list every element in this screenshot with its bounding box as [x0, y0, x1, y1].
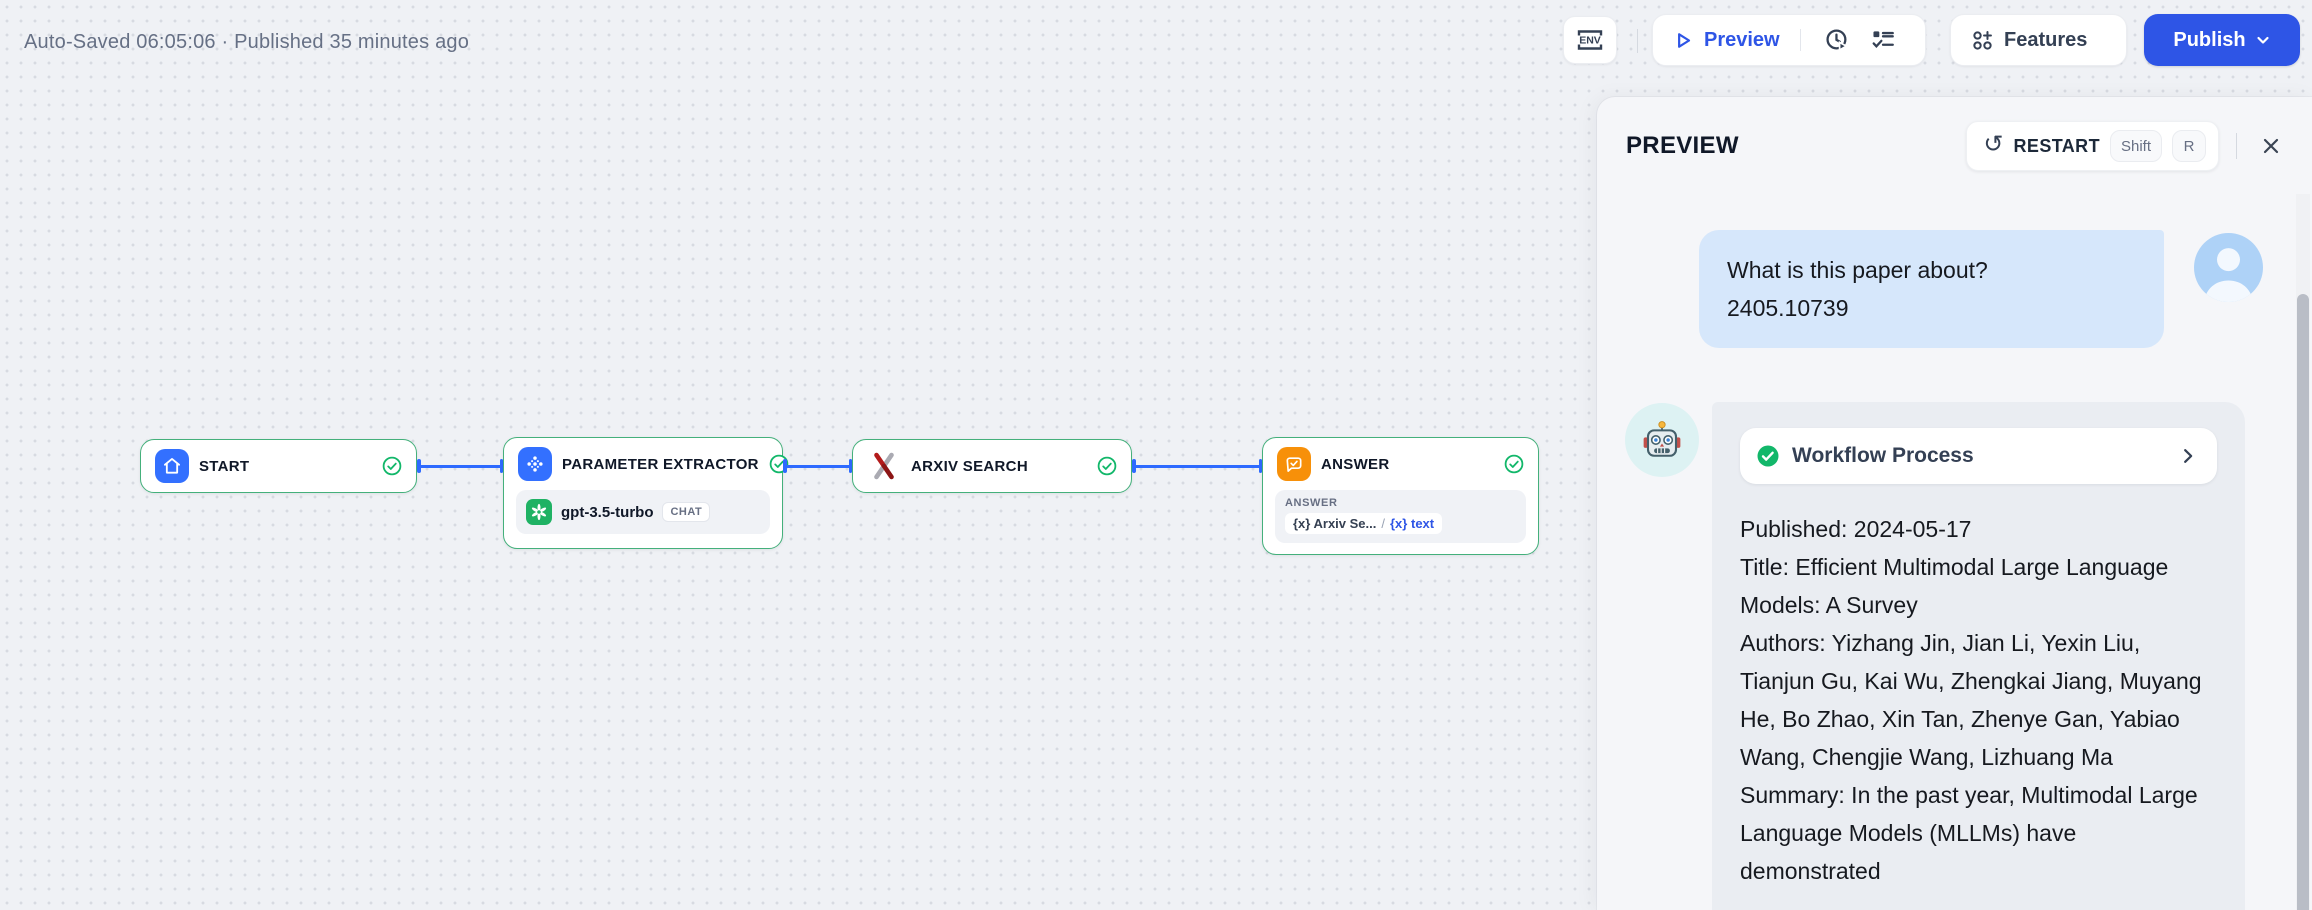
kbd-shift: Shift — [2109, 130, 2162, 162]
chevron-right-icon — [2179, 447, 2197, 465]
success-check-icon — [382, 456, 402, 476]
features-button[interactable]: Features — [1950, 14, 2127, 66]
restart-button[interactable]: ↺ RESTART Shift R — [1966, 121, 2219, 171]
node-parameter-extractor[interactable]: PARAMETER EXTRACTOR gpt-3.5-turbo CHAT — [503, 437, 789, 549]
svg-text:ENV: ENV — [1579, 35, 1601, 47]
workflow-process-toggle[interactable]: Workflow Process — [1740, 428, 2217, 484]
edge-arxiv-to-answer — [1132, 459, 1262, 473]
node-answer[interactable]: ANSWER ANSWER {x} Arxiv Se... / {x} text — [1262, 437, 1539, 555]
model-selector[interactable]: gpt-3.5-turbo CHAT — [516, 490, 770, 534]
answer-section-label: ANSWER — [1285, 497, 1338, 509]
env-variables-button[interactable]: ENV — [1563, 16, 1617, 64]
node-start[interactable]: START — [140, 439, 417, 493]
toolbar-divider — [1637, 29, 1638, 53]
node-title: START — [199, 457, 250, 475]
variable-ref: {x} text — [1390, 516, 1435, 531]
preview-toolbar-group: Preview — [1652, 14, 1926, 66]
success-check-icon — [1504, 454, 1524, 474]
publish-button[interactable]: Publish — [2144, 14, 2300, 66]
restart-icon: ↺ — [1983, 130, 2004, 158]
robot-icon — [1643, 421, 1681, 457]
model-name: gpt-3.5-turbo — [561, 503, 654, 521]
success-check-icon — [1756, 444, 1780, 468]
features-icon — [1971, 29, 1994, 52]
close-icon[interactable] — [2254, 129, 2288, 163]
preview-panel: PREVIEW ↺ RESTART Shift R What is this p… — [1597, 97, 2312, 910]
preview-panel-header: PREVIEW ↺ RESTART Shift R — [1597, 97, 2312, 187]
autosave-status: Auto-Saved 06:05:06 · Published 35 minut… — [24, 31, 470, 53]
preview-run-button[interactable]: Preview — [1704, 28, 1780, 51]
user-avatar — [2194, 233, 2263, 302]
answer-variable-pill[interactable]: {x} Arxiv Se... / {x} text — [1285, 513, 1443, 534]
panel-title: PREVIEW — [1626, 132, 1739, 159]
node-title: ARXIV SEARCH — [911, 457, 1028, 475]
workflow-process-label: Workflow Process — [1792, 444, 1974, 467]
edge-extractor-to-arxiv — [783, 459, 852, 473]
node-title: ANSWER — [1321, 455, 1390, 473]
header-divider — [2236, 133, 2237, 159]
model-mode-badge: CHAT — [662, 502, 711, 522]
bot-message-bubble: Workflow Process Published: 2024-05-17 T… — [1712, 402, 2245, 910]
success-check-icon — [1097, 456, 1117, 476]
play-icon — [1671, 29, 1694, 52]
env-icon: ENV — [1575, 27, 1605, 53]
node-arxiv-search[interactable]: ARXIV SEARCH — [852, 439, 1132, 493]
panel-scrollbar-thumb[interactable] — [2297, 294, 2309, 910]
user-message-bubble: What is this paper about? 2405.10739 — [1699, 230, 2164, 348]
variable-ref: {x} Arxiv Se... — [1293, 516, 1377, 531]
answer-text: Published: 2024-05-17 Title: Efficient M… — [1740, 516, 2202, 884]
openai-icon — [526, 499, 552, 525]
parameter-extractor-icon — [518, 447, 552, 481]
answer-variable-panel: ANSWER {x} Arxiv Se... / {x} text — [1275, 490, 1526, 543]
home-icon — [155, 449, 189, 483]
chevron-down-icon — [2255, 32, 2271, 48]
kbd-r: R — [2172, 130, 2206, 162]
bot-avatar — [1625, 403, 1699, 477]
arxiv-icon — [867, 451, 901, 481]
edge-start-to-extractor — [417, 459, 503, 473]
checklist-button[interactable] — [1865, 22, 1901, 58]
answer-icon — [1277, 447, 1311, 481]
run-history-button[interactable] — [1819, 22, 1855, 58]
node-title: PARAMETER EXTRACTOR — [562, 455, 759, 473]
